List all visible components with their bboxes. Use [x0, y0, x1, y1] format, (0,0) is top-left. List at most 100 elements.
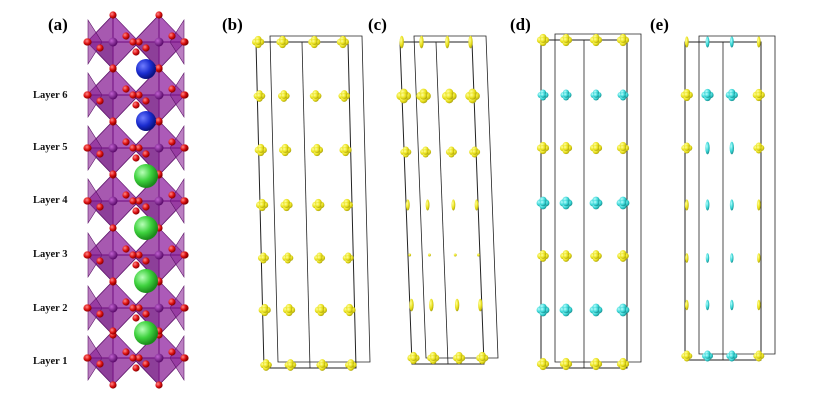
isosurface-blob	[478, 298, 483, 312]
isosurface-blob	[590, 250, 602, 262]
oxygen-atom	[132, 314, 140, 322]
octahedron-facet	[113, 174, 139, 201]
oxygen-atom	[135, 91, 143, 99]
b-site-atom	[154, 250, 164, 260]
isosurface-blob	[681, 350, 693, 362]
isosurface-lobe	[592, 199, 600, 207]
oxygen-atom	[96, 310, 104, 318]
oxygen-atom	[132, 207, 140, 215]
isosurface-lobe	[563, 253, 569, 259]
b-site-atom	[154, 90, 164, 100]
isosurface-blob	[705, 141, 710, 155]
b-site-atom	[108, 303, 118, 313]
isosurface-blob	[445, 146, 457, 158]
isosurface-lobe	[563, 92, 569, 98]
isosurface-blob	[256, 198, 269, 212]
oxygen-atom	[135, 354, 143, 362]
oxygen-atom	[109, 277, 117, 285]
isosurface-blob	[559, 357, 573, 371]
oxygen-atom	[142, 150, 150, 158]
layer-label-2: Layer 2	[33, 303, 68, 314]
octahedron-facet	[113, 228, 139, 255]
isosurface-blob	[616, 141, 630, 155]
isosurface-lobe	[341, 93, 348, 99]
isosurface-lobe	[704, 91, 711, 99]
isosurface-lobe	[280, 93, 287, 99]
isosurface-lobe	[592, 144, 600, 152]
oxygen-atom	[142, 44, 150, 52]
isosurface-blob	[589, 357, 603, 371]
isosurface-blob	[617, 89, 629, 101]
isosurface-lobe	[620, 253, 626, 259]
isosurface-lobe	[620, 92, 626, 98]
oxygen-atom	[109, 224, 117, 232]
isosurface-blob	[314, 252, 326, 264]
oxygen-atom	[155, 117, 163, 125]
oxygen-atom	[155, 11, 163, 19]
oxygen-atom	[180, 197, 188, 205]
isosurface-blob	[396, 88, 412, 104]
isosurface-blob	[278, 90, 290, 102]
a-site-green-atom	[134, 269, 158, 293]
isosurface-blob	[589, 303, 603, 317]
isosurface-blob	[536, 196, 550, 210]
isosurface-lobe	[562, 144, 570, 152]
a-site-green-atom	[134, 216, 158, 240]
oxygen-atom	[96, 97, 104, 105]
isosurface-lobe	[562, 199, 570, 207]
isosurface-blob	[477, 253, 480, 257]
isosurface-lobe	[400, 92, 408, 100]
oxygen-atom	[135, 251, 143, 259]
isosurface-blob	[308, 35, 321, 49]
isosurface-blob	[726, 350, 738, 362]
oxygen-atom	[168, 138, 176, 146]
isosurface-lobe	[539, 306, 547, 314]
oxygen-atom	[132, 154, 140, 162]
isosurface-blob	[312, 198, 325, 212]
oxygen-atom	[129, 91, 137, 99]
octahedron-facet	[113, 331, 139, 358]
isosurface-lobe	[619, 306, 627, 314]
isosurface-blob	[343, 303, 356, 317]
oxygen-atom	[132, 101, 140, 109]
isosurface-lobe	[756, 353, 762, 359]
oxygen-atom	[96, 360, 104, 368]
isosurface-blob	[559, 196, 573, 210]
isosurface-blob	[445, 35, 450, 49]
isosurface-blob	[705, 199, 710, 211]
panel-d-isosurface	[536, 33, 642, 371]
a-site-green-atom	[134, 164, 158, 188]
oxygen-atom	[180, 38, 188, 46]
isosurface-lobe	[593, 92, 599, 98]
isosurface-lobe	[315, 201, 322, 209]
isosurface-lobe	[419, 92, 428, 100]
isosurface-lobe	[260, 255, 267, 261]
b-site-atom	[108, 90, 118, 100]
oxygen-atom	[84, 304, 92, 312]
isosurface-blob	[408, 253, 412, 257]
isosurface-blob	[429, 298, 434, 312]
oxygen-atom	[129, 354, 137, 362]
isosurface-lobe	[312, 93, 319, 99]
isosurface-lobe	[430, 354, 437, 362]
isosurface-blob	[340, 198, 354, 212]
oxygen-atom	[84, 354, 92, 362]
isosurface-blob	[589, 141, 603, 155]
isosurface-blob	[253, 90, 266, 102]
isosurface-lobe	[316, 255, 323, 261]
isosurface-lobe	[471, 149, 478, 155]
isosurface-blob	[284, 359, 297, 371]
isosurface-blob	[560, 250, 572, 262]
isosurface-blob	[729, 199, 734, 211]
isosurface-lobe	[562, 36, 570, 44]
isosurface-lobe	[539, 199, 547, 207]
oxygen-atom	[135, 38, 143, 46]
isosurface-lobe	[539, 360, 547, 368]
oxygen-atom	[155, 64, 163, 72]
oxygen-atom	[96, 203, 104, 211]
oxygen-atom	[109, 381, 117, 389]
isosurface-blob	[425, 199, 430, 211]
oxygen-atom	[129, 251, 137, 259]
isosurface-lobe	[403, 149, 409, 155]
